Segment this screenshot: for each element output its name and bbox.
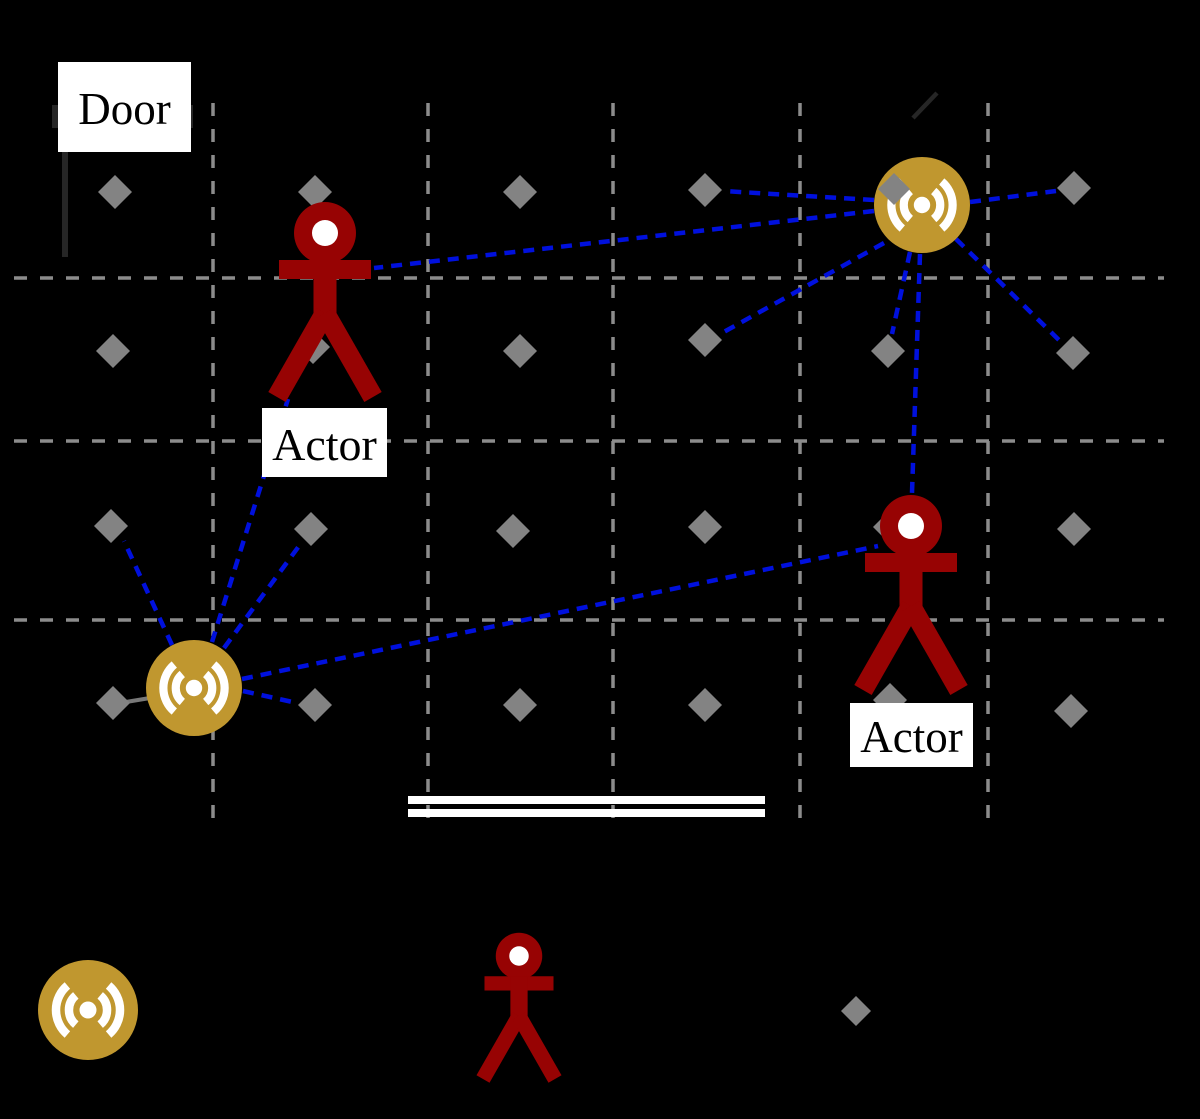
- rss-r3c1-diamond: [94, 509, 128, 543]
- rss-r1c1-diamond: [98, 175, 132, 209]
- wave-arc: [97, 992, 112, 1028]
- wave-arc: [64, 992, 79, 1028]
- wave-arc: [202, 670, 217, 706]
- sensor-legend: [38, 960, 138, 1060]
- leg-left: [476, 1012, 526, 1083]
- rss-link-sensor-1-to-rss-r2c6: [954, 237, 1063, 344]
- rss-r1c5-diamond: [878, 173, 910, 205]
- wave-arc: [930, 187, 945, 223]
- wave-arc: [159, 661, 178, 715]
- actor2-label-text: Actor: [860, 712, 962, 762]
- actor2-label: Actor: [850, 703, 973, 767]
- actor-2-torso: [899, 553, 923, 615]
- rss-link-sensor-1-to-actor-1: [373, 208, 875, 271]
- radio-waves-icon: [159, 661, 229, 715]
- actor2-label-bg: [850, 703, 973, 767]
- actor-1-legs: [268, 308, 382, 402]
- actor-2-head-fill: [898, 513, 924, 539]
- rss-r2c1-diamond: [96, 334, 130, 368]
- door-label-text: Door: [78, 84, 170, 134]
- wall-door-diagonal-mark: [911, 91, 939, 120]
- rss-r4c4-diamond: [688, 688, 722, 722]
- rss-legend-diamond: [841, 996, 871, 1026]
- rss-r4c1-diamond: [96, 686, 130, 720]
- rss-measurement-points: [94, 171, 1091, 1026]
- measurement-grid: [14, 103, 1164, 818]
- actor1-label-bg: [262, 408, 387, 477]
- leg-right: [512, 1012, 562, 1083]
- sensor-1: [874, 157, 970, 253]
- sensor-center-dot: [185, 679, 203, 697]
- rss-r2c3-diamond: [503, 334, 537, 368]
- rss-r3c4-diamond: [688, 510, 722, 544]
- rss-link-sensor-2-to-rss-r3c2: [222, 540, 304, 650]
- actor-legend-legs: [476, 1012, 562, 1083]
- radio-waves-icon: [887, 178, 957, 232]
- rss-link-sensor-1-to-rss-r2c5: [889, 251, 913, 335]
- wall-opening-bar-bottom: [408, 809, 765, 817]
- rss-link-sensor-2-to-rss-r4c2: [242, 688, 298, 706]
- rss-r3c6-diamond: [1057, 512, 1091, 546]
- wave-arc: [105, 982, 125, 1038]
- rss-r2c5-diamond: [871, 334, 905, 368]
- wall-opening-bar-top: [408, 796, 765, 804]
- rss-r4c6-diamond: [1054, 694, 1088, 728]
- door-jamb-tick-1: [52, 105, 58, 128]
- rss-link-sensor-2-to-actor-2: [241, 543, 879, 682]
- rss-r4c2-diamond: [298, 688, 332, 722]
- actor-legend: [476, 932, 562, 1083]
- rss-link-sensor-1-to-rss-r1c6: [969, 188, 1057, 205]
- wave-arc: [938, 178, 957, 232]
- rss-r3c2-diamond: [294, 512, 328, 546]
- actor-2: [854, 495, 968, 695]
- radio-waves-icon: [51, 982, 125, 1038]
- rss-link-sensor-1-to-actor-2: [909, 253, 923, 494]
- actor-legend-torso: [510, 976, 528, 1023]
- wave-arc: [210, 661, 229, 715]
- wave-arc: [899, 187, 914, 223]
- door-line: [62, 135, 68, 257]
- leg-left: [854, 601, 920, 695]
- rss-r2c4-diamond: [688, 323, 722, 357]
- rss-r1c6-diamond: [1057, 171, 1091, 205]
- actor-1-head-fill: [312, 220, 338, 246]
- leg-left: [268, 308, 334, 402]
- rss-r2c6-diamond: [1056, 336, 1090, 370]
- sensor-center-dot: [913, 196, 931, 214]
- rss-r1c4-diamond: [688, 173, 722, 207]
- rss-r3c3-diamond: [496, 514, 530, 548]
- wall-opening: [408, 796, 765, 817]
- rss-link-sensor-1-to-rss-r1c4: [722, 188, 875, 203]
- leg-right: [316, 308, 382, 402]
- rss-r1c2-diamond: [298, 175, 332, 209]
- actor-legend-head-fill: [509, 946, 529, 966]
- door-label-bg: [58, 62, 191, 152]
- rss-link-sensor-1-to-rss-r2c4: [720, 241, 886, 335]
- wave-arc: [51, 982, 71, 1038]
- sensor-center-dot: [79, 1001, 97, 1019]
- actor1-label: Actor: [262, 408, 387, 477]
- sensor-2: [146, 640, 242, 736]
- door-label: Door: [58, 62, 191, 152]
- actor1-label-text: Actor: [272, 419, 377, 470]
- leg-right: [902, 601, 968, 695]
- rss-r4c3-diamond: [503, 688, 537, 722]
- actor-2-legs: [854, 601, 968, 695]
- rss-link-sensor-2-to-rss-r3c1: [121, 540, 175, 646]
- rss-r1c3-diamond: [503, 175, 537, 209]
- actor-1-torso: [313, 260, 337, 322]
- wave-arc: [171, 670, 186, 706]
- actor-1: [268, 202, 382, 402]
